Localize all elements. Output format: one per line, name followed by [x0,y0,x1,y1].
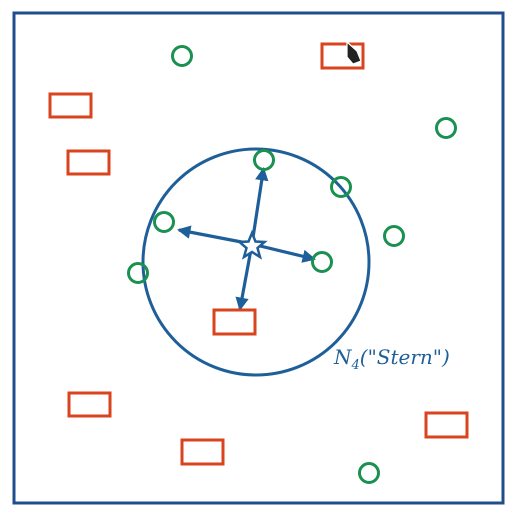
circle-item [153,211,175,233]
rect-items [48,42,469,466]
circle-item [127,262,149,284]
circle-item [383,225,405,247]
rect-item [424,411,469,439]
circle-item [311,251,333,273]
neighborhood-label-symbol: N [333,345,353,369]
neighbor-arrows [177,167,316,311]
pointer-cursor-icon [346,41,362,65]
arrow-to-top-neighbor [250,167,269,245]
frame-border [12,11,505,505]
query-star-icon [236,229,268,260]
rect-item [320,42,365,70]
arrow-to-bottom-neighbor [235,243,254,311]
rect-item [180,438,225,466]
rect-item [67,391,112,418]
rect-item [48,92,93,119]
circle-item [330,176,352,198]
rect-item [212,308,257,336]
neighborhood-label: N4("Stern") [333,345,450,373]
circle-items [127,45,457,484]
neighborhood-label-subscript: 4 [351,358,360,373]
circle-item [171,45,193,67]
neighborhood-circle [141,147,371,377]
neighborhood-label-argument: ("Stern") [360,345,450,369]
circle-item [435,117,457,139]
rect-item [66,149,111,176]
arrow-to-right-neighbor [251,242,316,263]
circle-item [253,149,275,171]
circle-item [358,462,380,484]
